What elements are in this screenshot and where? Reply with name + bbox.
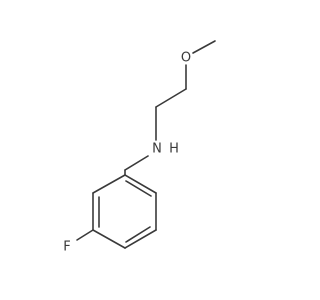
bond-ring-fluorine — [76, 229, 94, 241]
ring-double-bond-a — [125, 180, 152, 197]
bonds — [76, 40, 216, 249]
ring-bond-4 — [92, 229, 126, 249]
atom-fluorine: F — [63, 240, 70, 255]
atom-labels: O N H F — [63, 51, 191, 255]
bond-methyl-oxygen — [192, 40, 216, 54]
bond-ch2-ch2 — [155, 88, 187, 108]
atom-nitrogen: N — [152, 142, 162, 157]
atom-hydrogen: H — [169, 142, 179, 157]
ring-bond-3 — [124, 229, 157, 249]
ring-double-bond-b — [125, 226, 151, 243]
bond-nitrogen-benzylic — [124, 155, 149, 171]
atom-oxygen: O — [181, 51, 191, 66]
ring-bond-1 — [124, 174, 157, 194]
ring-bond-6 — [92, 174, 126, 194]
molecule-drawing: O N H F — [63, 40, 216, 255]
structure-canvas: O N H F — [63, 40, 216, 255]
